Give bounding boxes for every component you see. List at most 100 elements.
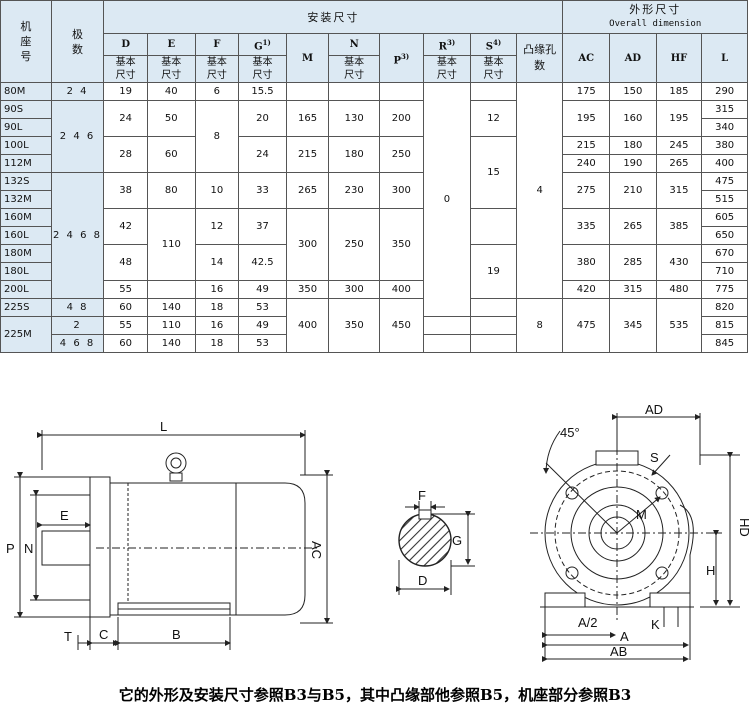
G-cell: 24 — [238, 136, 287, 174]
D-cell: 28 — [103, 136, 148, 174]
AC-cell: 240 — [562, 154, 611, 174]
frame-90S: 90S — [0, 100, 52, 120]
E-cell: 110 — [146, 316, 196, 336]
HF-cell: 195 — [655, 100, 703, 138]
G-cell: 53 — [238, 334, 287, 354]
label-T: T — [64, 629, 72, 644]
F-cell: 18 — [194, 298, 240, 318]
HF-cell: 315 — [655, 172, 703, 210]
S-cell: 12 — [470, 100, 517, 138]
col-N: N — [328, 32, 381, 57]
col-AC: AC — [562, 32, 611, 84]
holes-cell: 4 — [515, 82, 564, 300]
F-cell: 10 — [194, 172, 240, 210]
S-cell — [470, 208, 517, 246]
AC-cell: 215 — [562, 136, 611, 156]
label-45-deg: 45° — [560, 425, 580, 440]
label-E: E — [60, 508, 69, 523]
F-cell: 12 — [194, 208, 240, 246]
caption: 它的外形及安装尺寸参照B3与B5，其中凸缘部他参照B5，机座部分参照B3 — [118, 686, 632, 704]
G-cell: 53 — [238, 298, 287, 318]
F-cell: 6 — [194, 82, 240, 102]
HF-cell: 265 — [655, 154, 703, 174]
P-cell: 400 — [379, 280, 424, 300]
G-cell: 33 — [238, 172, 287, 210]
front-view-labels: AD 45° S M HD H A/2 A K AB — [560, 402, 750, 659]
L-cell: 290 — [701, 82, 748, 102]
col-holes: 凸缘孔数 — [515, 32, 564, 84]
overall-en: Overall dimension — [609, 19, 702, 29]
S-cell — [470, 316, 517, 336]
col-G: G1) — [238, 32, 287, 57]
frame-100L: 100L — [0, 136, 52, 156]
N-cell: 180 — [328, 136, 381, 174]
G-cell: 15.5 — [238, 82, 287, 102]
L-cell: 820 — [701, 298, 748, 318]
frame-80M: 80M — [0, 82, 52, 102]
basic-E: 基本尺寸 — [146, 55, 196, 84]
R-cell: 0 — [422, 82, 472, 318]
R-cell — [422, 316, 472, 336]
M-cell: 300 — [285, 208, 330, 282]
frame-160M: 160M — [0, 208, 52, 228]
G-cell: 37 — [238, 208, 287, 246]
N-cell: 300 — [328, 280, 381, 300]
overall-title: 外形尺寸 — [629, 3, 682, 16]
label-H: H — [706, 563, 715, 578]
holes-cell: 8 — [515, 298, 564, 354]
E-cell: 80 — [146, 172, 196, 210]
AD-cell: 210 — [609, 172, 657, 210]
col-AD: AD — [609, 32, 657, 84]
L-cell: 710 — [701, 262, 748, 282]
G-cell: 42.5 — [238, 244, 287, 282]
E-cell: 140 — [146, 334, 196, 354]
L-cell: 845 — [701, 334, 748, 354]
AC-cell: 275 — [562, 172, 611, 210]
label-A-half: A/2 — [578, 615, 598, 630]
AD-cell: 345 — [609, 298, 657, 354]
frame-225M: 225M — [0, 316, 52, 354]
P-cell: 250 — [379, 136, 424, 174]
G-cell: 49 — [238, 280, 287, 300]
header-install-dims: 安装尺寸 — [103, 0, 564, 34]
N-cell — [328, 82, 381, 102]
col-M: M — [285, 32, 330, 84]
M-cell: 350 — [285, 280, 330, 300]
AC-cell: 475 — [562, 298, 611, 354]
E-cell: 110 — [146, 208, 196, 282]
poles-cell: 2 — [50, 316, 105, 336]
D-cell: 42 — [103, 208, 148, 246]
frame-180M: 180M — [0, 244, 52, 264]
label-M: M — [636, 507, 647, 522]
AC-cell: 175 — [562, 82, 611, 102]
poles-cell: 4 6 8 — [50, 334, 105, 354]
E-cell: 50 — [146, 100, 196, 138]
F-cell: 8 — [194, 100, 240, 174]
dimension-table: 机座号 极数 安装尺寸 外形尺寸 Overall dimension D E F… — [0, 0, 748, 354]
F-cell: 18 — [194, 334, 240, 354]
label-B: B — [172, 627, 181, 642]
F-cell: 14 — [194, 244, 240, 282]
AD-cell: 265 — [609, 208, 657, 246]
L-cell: 515 — [701, 190, 748, 210]
AC-cell: 335 — [562, 208, 611, 246]
HF-cell: 480 — [655, 280, 703, 300]
poles-cell: 2 4 6 — [50, 100, 105, 174]
basic-F: 基本尺寸 — [194, 55, 240, 84]
S-cell — [470, 298, 517, 318]
N-cell: 350 — [328, 298, 381, 354]
S-cell — [470, 334, 517, 354]
P-cell: 200 — [379, 100, 424, 138]
L-cell: 605 — [701, 208, 748, 228]
header-poles: 极数 — [50, 0, 105, 84]
poles-cell: 2 4 — [50, 82, 105, 102]
L-cell: 650 — [701, 226, 748, 246]
label-C: C — [99, 627, 108, 642]
poles-cell: 2 4 6 8 — [50, 172, 105, 300]
header-frame-no: 机座号 — [0, 0, 52, 84]
N-cell: 250 — [328, 208, 381, 282]
basic-R: 基本尺寸 — [422, 55, 472, 84]
AC-cell: 420 — [562, 280, 611, 300]
motor-drawings: L P N E AC T C B F G D — [6, 402, 750, 662]
frame-160L: 160L — [0, 226, 52, 246]
